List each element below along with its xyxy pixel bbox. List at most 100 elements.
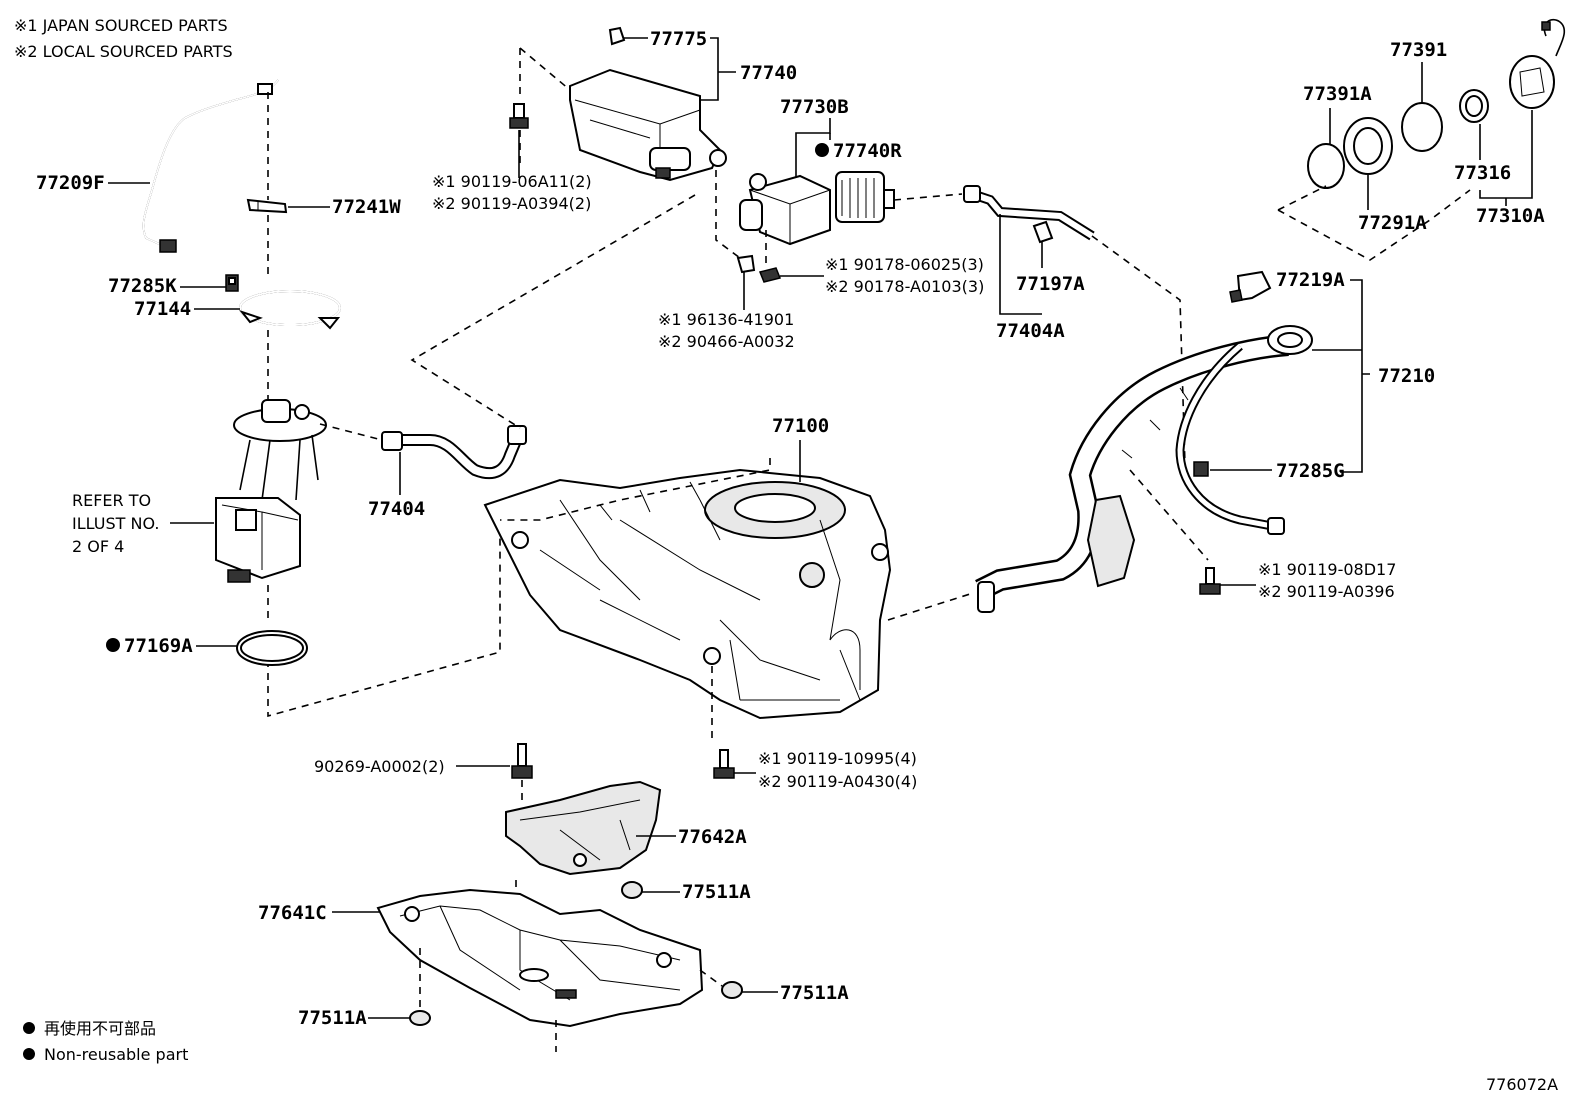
- legend-jp: 再使用不可部品: [44, 1019, 156, 1038]
- cap-77775: [608, 26, 626, 46]
- fuel-cap-77310A: [1509, 18, 1565, 109]
- clamp-77285K: [225, 274, 239, 292]
- charcoal-canister-77740: [569, 68, 727, 182]
- retainer-ring-77144: [239, 290, 341, 330]
- label-77641C: 77641C: [258, 902, 327, 924]
- non-reusable-dot-77169A: [106, 638, 120, 652]
- label-77291A: 77291A: [1358, 212, 1427, 234]
- dash-filter-hose: [893, 193, 963, 201]
- clip-77197A: [1032, 220, 1054, 244]
- grommet-77511A-c: [409, 1010, 431, 1026]
- bolt5-japan: ※1 90119-10995(4): [758, 749, 917, 768]
- dash-hose-filler: [1091, 235, 1186, 466]
- bolt-filler: [1199, 567, 1221, 595]
- label-77285G: 77285G: [1276, 460, 1345, 482]
- bolt-90269: [511, 743, 533, 779]
- dash-tank-top: [500, 458, 771, 521]
- filler-pipe-77210: [975, 325, 1313, 613]
- dash-undercover: [419, 880, 723, 1052]
- label-77404: 77404: [368, 498, 425, 520]
- bracket-77310A: [1479, 110, 1533, 206]
- label-77241W: 77241W: [332, 196, 401, 218]
- label-77642A: 77642A: [678, 826, 747, 848]
- label-77391: 77391: [1390, 39, 1447, 61]
- label-77209F: 77209F: [36, 172, 105, 194]
- refer-line-2: ILLUST NO.: [72, 514, 159, 533]
- gasket-77169A: [236, 630, 308, 666]
- bolt1-japan: ※1 90119-06A11(2): [432, 172, 592, 191]
- label-77740R: 77740R: [833, 140, 902, 162]
- dash-canister-hose: [410, 194, 696, 429]
- undercover-77641C: [376, 888, 704, 1028]
- bolt5-local: ※2 90119-A0430(4): [758, 772, 917, 791]
- grommet-77511A-a: [621, 881, 643, 899]
- label-77316: 77316: [1454, 162, 1511, 184]
- hose-77404A: [963, 185, 1095, 241]
- gasket-77391: [1401, 102, 1443, 152]
- gasket-77391A: [1307, 143, 1345, 189]
- grommet-77511A-b: [721, 981, 743, 999]
- legend-dot-jp: [23, 1022, 35, 1034]
- clip-77219A: [1229, 270, 1272, 303]
- dash-77404-pump: [319, 423, 383, 441]
- label-77169A: 77169A: [124, 635, 193, 657]
- dash-valve-clamp: [715, 170, 741, 259]
- label-77310A: 77310A: [1476, 205, 1545, 227]
- dash-filler-bolt: [1129, 469, 1209, 561]
- label-77775: 77775: [650, 28, 707, 50]
- label-77511A-c: 77511A: [298, 1007, 367, 1029]
- leader-77730B: [795, 118, 831, 178]
- fuel-tank-77100: [483, 468, 892, 720]
- vacuum-valve-77730B: [739, 173, 831, 246]
- label-77219A: 77219A: [1276, 269, 1345, 291]
- bracket-77210: [1312, 279, 1370, 473]
- label-77100: 77100: [772, 415, 829, 437]
- diagram-id: 776072A: [1486, 1075, 1558, 1094]
- bolt-tank: [713, 749, 735, 779]
- bolt2-japan: ※1 90178-06025(3): [825, 255, 984, 274]
- legend-en: Non-reusable part: [44, 1045, 188, 1064]
- label-77511A-b: 77511A: [780, 982, 849, 1004]
- dash-canister-bolt: [519, 47, 571, 165]
- dash-cap-filler: [1277, 185, 1471, 261]
- bolt-canister: [509, 103, 529, 129]
- label-77740: 77740: [740, 62, 797, 84]
- clip-77241W: [246, 198, 288, 214]
- clamp-96136: [736, 254, 756, 274]
- label-77197A: 77197A: [1016, 273, 1085, 295]
- protector-77642A: [505, 780, 662, 876]
- note-japan-sourced: ※1 JAPAN SOURCED PARTS: [14, 16, 228, 35]
- bolt4-japan: ※1 90119-08D17: [1258, 560, 1396, 579]
- grommet-90178: [758, 267, 782, 283]
- bolt4-local: ※2 90119-A0396: [1258, 582, 1395, 601]
- bolt2-local: ※2 90178-A0103(3): [825, 277, 984, 296]
- refer-line-1: REFER TO: [72, 491, 151, 510]
- clamp-77285G: [1193, 461, 1209, 477]
- non-reusable-dot-77740R: [815, 143, 829, 157]
- hose-77404: [381, 425, 527, 480]
- legend-dot-en: [23, 1048, 35, 1060]
- bolt3-japan: ※1 96136-41901: [658, 310, 794, 329]
- bolt1-local: ※2 90119-A0394(2): [432, 194, 591, 213]
- sender-wire-77209F: [142, 79, 279, 253]
- label-77730B: 77730B: [780, 96, 849, 118]
- label-77391A: 77391A: [1303, 83, 1372, 105]
- label-77404A: 77404A: [996, 320, 1065, 342]
- ring-77316: [1459, 89, 1489, 123]
- bracket-77740: [690, 37, 719, 101]
- label-77285K: 77285K: [108, 275, 177, 297]
- label-77511A-a: 77511A: [682, 881, 751, 903]
- dash-tank-filler: [887, 593, 971, 621]
- leader-77404A: [999, 214, 1042, 315]
- filter-77740R: [835, 171, 895, 223]
- bolt3-local: ※2 90466-A0032: [658, 332, 795, 351]
- fuel-pump-assembly: [215, 399, 327, 583]
- label-77210: 77210: [1378, 365, 1435, 387]
- label-77144: 77144: [134, 298, 191, 320]
- assembly-axis-left: [267, 92, 501, 718]
- refer-line-3: 2 OF 4: [72, 537, 124, 556]
- seal-77291A: [1343, 117, 1393, 175]
- label-90269: 90269-A0002(2): [314, 757, 445, 776]
- note-local-sourced: ※2 LOCAL SOURCED PARTS: [14, 42, 233, 61]
